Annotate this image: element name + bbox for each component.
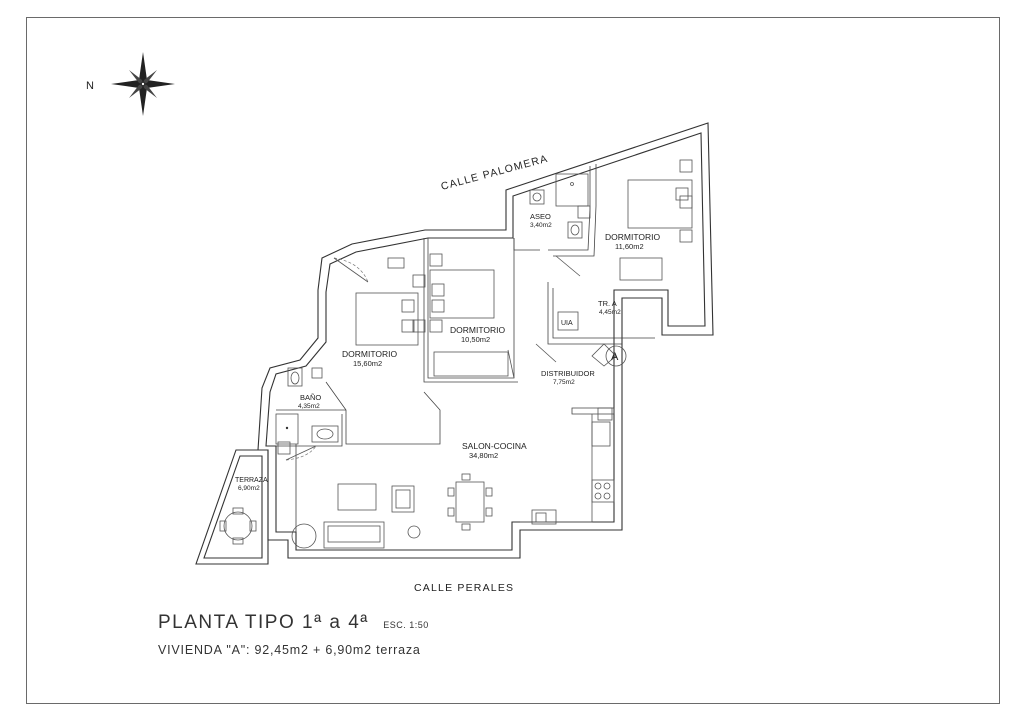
room-name: BAÑO xyxy=(300,393,321,402)
room-area: 10,50m2 xyxy=(461,335,490,344)
room-label-bano: BAÑO 4,35m2 xyxy=(298,393,321,410)
room-label-terraza: TERRAZA 6,90m2 xyxy=(235,477,268,492)
plan-scale: ESC. 1:50 xyxy=(383,620,429,630)
room-area: 15,60m2 xyxy=(353,359,382,368)
room-name: TERRAZA xyxy=(235,477,268,484)
room-label-distribuidor: DISTRIBUIDOR 7,75m2 xyxy=(541,369,595,386)
room-label-dormitorio-right: DORMITORIO 11,60m2 xyxy=(605,232,660,251)
bedroom-right-furniture xyxy=(619,159,693,281)
room-name: TR. A xyxy=(598,299,617,308)
plan-title: PLANTA TIPO 1ª a 4ª ESC. 1:50 xyxy=(158,612,429,634)
room-label-tr-a: TR. A 4,45m2 xyxy=(598,299,621,316)
plan-subtitle: VIVIENDA "A": 92,45m2 + 6,90m2 terraza xyxy=(158,643,421,657)
street-label-bottom: CALLE PERALES xyxy=(414,582,514,594)
distribuidor-fixtures xyxy=(535,311,627,367)
room-area: 34,80m2 xyxy=(469,451,498,460)
compass-rose-icon xyxy=(111,52,175,116)
street-label-top: CALLE PALOMERA xyxy=(440,153,550,193)
room-area: 4,35m2 xyxy=(298,403,320,410)
bedroom-large-furniture xyxy=(333,257,426,346)
room-name: ASEO xyxy=(530,212,551,221)
north-label: N xyxy=(86,80,94,92)
room-label-dormitorio-middle: DORMITORIO 10,50m2 xyxy=(450,325,505,344)
interior-walls xyxy=(276,164,655,532)
room-label-salon-cocina: SALON-COCINA 34,80m2 xyxy=(462,441,527,460)
unit-marker-letter: A xyxy=(611,351,619,363)
room-label-aseo: ASEO 3,40m2 xyxy=(530,212,552,229)
bedroom-middle-furniture xyxy=(429,253,515,379)
salon-cocina-furniture xyxy=(285,407,615,549)
room-label-dormitorio-large: DORMITORIO 15,60m2 xyxy=(342,349,397,368)
bano-fixtures xyxy=(275,367,339,455)
room-area: 3,40m2 xyxy=(530,222,552,229)
room-name: SALON-COCINA xyxy=(462,441,527,451)
room-name: DORMITORIO xyxy=(342,349,397,359)
room-area: 11,60m2 xyxy=(615,242,644,251)
uia-label: UIA xyxy=(561,320,573,327)
drawing-sheet xyxy=(26,17,1000,704)
aseo-fixtures xyxy=(529,173,591,277)
room-area: 7,75m2 xyxy=(553,379,575,386)
plan-title-main: PLANTA TIPO 1ª a 4ª xyxy=(158,612,369,633)
terrace xyxy=(195,449,269,565)
room-name: DORMITORIO xyxy=(450,325,505,335)
room-area: 6,90m2 xyxy=(238,485,260,492)
room-name: DISTRIBUIDOR xyxy=(541,369,595,378)
room-area: 4,45m2 xyxy=(599,309,621,316)
room-name: DORMITORIO xyxy=(605,232,660,242)
